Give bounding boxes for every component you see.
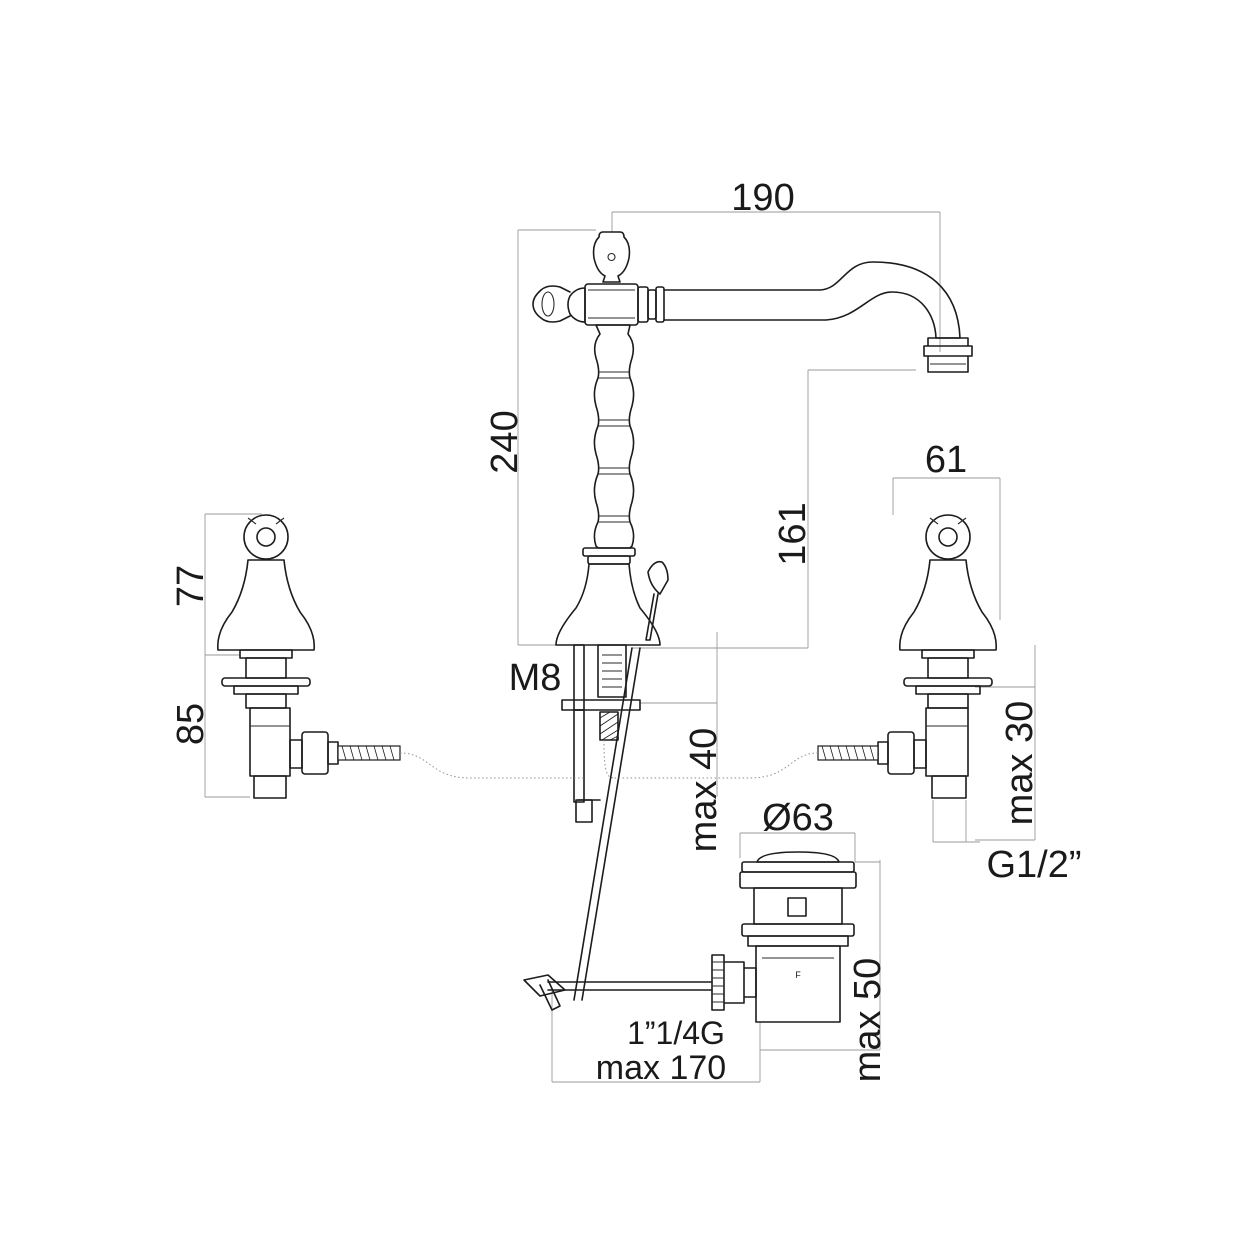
flex-hoses	[399, 739, 819, 779]
dimension-labels: 190 240 161 61 77 85 M8 max 40 max 30 Ø6…	[170, 177, 1082, 1087]
left-bell	[216, 559, 316, 651]
label-waste-thread: 1”1/4G	[627, 1015, 725, 1051]
right-handle-ring	[925, 514, 971, 560]
label-supply-thread: G1/2”	[986, 844, 1081, 886]
label-spout-reach: 190	[731, 177, 794, 219]
label-mixer-deck: max 40	[683, 728, 725, 853]
linkage-nut	[711, 954, 757, 1011]
right-valve	[817, 514, 998, 799]
left-valve	[216, 514, 401, 799]
aerator	[923, 337, 973, 373]
mixer-body	[523, 231, 973, 1011]
label-spout-height: 161	[772, 502, 814, 565]
label-waste-diameter: Ø63	[762, 797, 834, 839]
label-handle-height: 77	[170, 565, 212, 607]
label-rod-length: max 170	[596, 1049, 726, 1087]
finial	[592, 231, 631, 283]
side-knob	[532, 285, 571, 323]
pop-up-knob	[647, 560, 669, 595]
waste-mark: F	[795, 970, 801, 980]
label-valve-deck: max 30	[999, 701, 1041, 826]
finial-detail	[607, 252, 616, 262]
mixer-base	[555, 563, 661, 646]
spout	[663, 261, 961, 339]
dimension-lines	[204, 211, 1036, 1083]
label-waste-height: max 50	[847, 958, 889, 1083]
left-handle-ring	[243, 514, 289, 560]
waste-cap	[756, 851, 840, 863]
label-handle-width: 61	[925, 439, 967, 481]
label-mixer-height: 240	[484, 410, 526, 473]
column	[593, 324, 635, 549]
right-bell	[898, 559, 998, 651]
label-rod-thread: M8	[509, 657, 562, 699]
label-valve-body-height: 85	[170, 703, 212, 745]
pop-up-waste: F	[711, 851, 857, 1023]
